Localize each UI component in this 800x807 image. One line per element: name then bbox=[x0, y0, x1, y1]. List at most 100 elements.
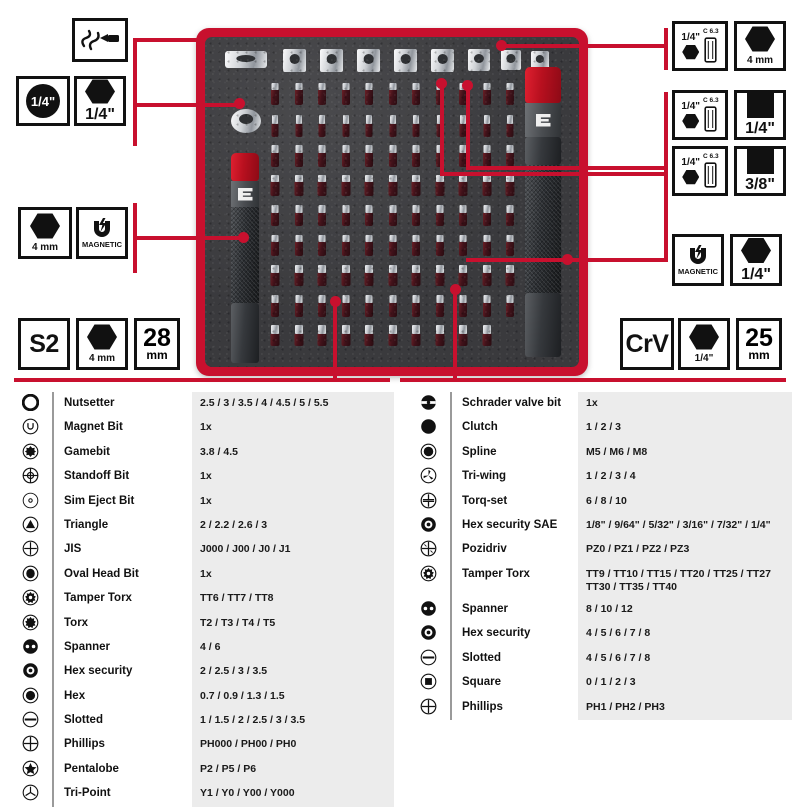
bit-shaft bbox=[294, 334, 303, 346]
bit bbox=[432, 145, 448, 167]
row-icon-cell bbox=[406, 598, 450, 617]
oval-head-bit-icon bbox=[22, 565, 39, 582]
badge-hex-4mm-left: 4 mm bbox=[18, 207, 72, 259]
bit-shaft bbox=[365, 124, 373, 137]
bit-shaft bbox=[318, 242, 326, 256]
bit-shaft bbox=[482, 153, 491, 167]
row-icon-cell bbox=[406, 696, 450, 715]
badge-label: S2 bbox=[29, 329, 59, 358]
row-name: Hex security bbox=[450, 622, 578, 647]
schrader-valve-bit-icon bbox=[420, 394, 437, 411]
bit bbox=[479, 83, 495, 105]
bit-tip bbox=[295, 235, 302, 242]
badge-label: CrV bbox=[625, 329, 669, 358]
socket bbox=[468, 49, 490, 71]
bit bbox=[291, 235, 307, 256]
bit-shaft bbox=[506, 303, 514, 317]
bit bbox=[408, 175, 424, 196]
row-name: Nutsetter bbox=[52, 392, 192, 417]
row-name: Tri-wing bbox=[450, 465, 578, 490]
row-sizes: 1x bbox=[578, 392, 792, 417]
bit-tip bbox=[365, 295, 373, 303]
row-sizes: T2 / T3 / T4 / T5 bbox=[192, 611, 394, 636]
hex-icon bbox=[682, 169, 700, 185]
bit-tip bbox=[389, 115, 396, 124]
bit-shaft bbox=[388, 213, 397, 226]
bit bbox=[338, 295, 354, 317]
bit-tip bbox=[483, 205, 490, 213]
row-icon-cell bbox=[406, 647, 450, 666]
leader-line bbox=[440, 172, 668, 176]
bit-shaft bbox=[388, 273, 397, 286]
row-name: Slotted bbox=[450, 646, 578, 672]
row-sizes: 4 / 5 / 6 / 7 / 8 bbox=[578, 622, 792, 647]
ring-tool bbox=[231, 109, 261, 133]
bit-shaft bbox=[505, 182, 515, 196]
row-icon-cell bbox=[8, 782, 52, 801]
bit-shaft bbox=[436, 124, 443, 137]
bit-tip bbox=[318, 175, 326, 182]
row-name: Tamper Torx bbox=[52, 587, 192, 612]
badge-label: 1/4" bbox=[30, 93, 56, 109]
bit bbox=[502, 235, 518, 256]
bit bbox=[408, 325, 424, 346]
hex-icon bbox=[682, 44, 700, 60]
bit-shaft bbox=[271, 153, 279, 167]
badge-hex-quarter-right: 1/4" bbox=[730, 234, 782, 286]
row-sizes: 1/8" / 9/64" / 5/32" / 3/16" / 7/32" / 1… bbox=[578, 513, 792, 539]
bit bbox=[338, 325, 354, 346]
bit bbox=[291, 265, 307, 286]
row-icon-cell bbox=[8, 660, 52, 679]
row-icon-cell bbox=[8, 514, 52, 533]
bit-tip bbox=[435, 265, 444, 273]
bit-tip bbox=[295, 83, 302, 90]
hex-icon bbox=[689, 324, 719, 350]
bit-tip bbox=[412, 175, 420, 182]
bit-tip bbox=[483, 115, 490, 124]
leader-endpoint bbox=[234, 98, 245, 109]
bit bbox=[455, 295, 471, 317]
handle-grip bbox=[525, 165, 561, 293]
bit-shaft bbox=[412, 90, 420, 105]
bit bbox=[314, 205, 330, 226]
badge-square-drive-three-eighth: 3/8" bbox=[734, 146, 786, 196]
row-name: Torq-set bbox=[450, 489, 578, 514]
badge-hex-4mm-bottom: 4 mm bbox=[76, 318, 128, 370]
bit-shaft bbox=[412, 303, 420, 317]
row-icon-cell bbox=[8, 538, 52, 557]
torx-icon bbox=[22, 614, 39, 631]
magnet-glyph bbox=[690, 244, 706, 264]
bit-tip bbox=[435, 175, 444, 182]
bit-shaft bbox=[365, 213, 373, 226]
bit bbox=[432, 205, 448, 226]
bit-shaft bbox=[294, 213, 303, 226]
torq-set-icon bbox=[420, 492, 437, 509]
row-sizes: PZ0 / PZ1 / PZ2 / PZ3 bbox=[578, 538, 792, 563]
bit bbox=[455, 325, 471, 346]
bit-shaft bbox=[505, 273, 515, 286]
bit-shaft bbox=[271, 213, 279, 226]
phillips-icon bbox=[22, 735, 39, 752]
slotted-icon bbox=[22, 711, 39, 728]
bit-shaft bbox=[506, 90, 514, 105]
bit-tip bbox=[271, 145, 279, 153]
bit-tip bbox=[294, 175, 303, 182]
bit-shaft bbox=[341, 90, 350, 105]
row-icon-cell bbox=[406, 416, 450, 435]
leader-line bbox=[664, 150, 668, 262]
bit-shaft bbox=[388, 153, 397, 167]
bit bbox=[361, 145, 377, 167]
pentalobe-icon bbox=[22, 760, 39, 777]
bit-tip bbox=[389, 295, 396, 303]
bit-tip bbox=[388, 265, 397, 273]
bit-shaft bbox=[318, 90, 326, 105]
bit-tip bbox=[271, 295, 279, 303]
row-icon-cell bbox=[8, 587, 52, 606]
